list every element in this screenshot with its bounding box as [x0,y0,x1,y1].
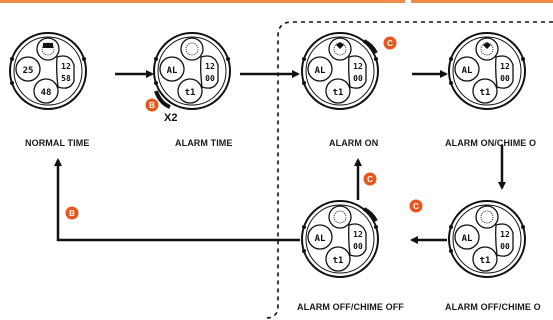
svg-text:12: 12 [205,62,215,71]
svg-text:AL: AL [462,234,473,244]
label-alarm-on-chime: ALARM ON/CHIME O [445,138,537,148]
svg-text:00: 00 [205,74,215,83]
svg-text:t1: t1 [480,256,491,266]
button-c-badge-2: C [363,172,377,186]
watch-alarm-on-chime: AL 12 00 t1 [448,32,526,110]
svg-text:12: 12 [353,62,363,71]
watch-alarm-off-chime: AL 12 00 t1 [448,200,526,278]
svg-text:t1: t1 [333,88,344,98]
svg-text:00: 00 [500,74,510,83]
signal-icon [43,43,53,48]
top-accent-bar-right [411,0,553,3]
button-c-pusher [363,39,378,54]
svg-text:12: 12 [500,230,510,239]
label-alarm-off-chime-off: ALARM OFF/CHIME OFF [297,302,404,312]
button-c-badge-3: C [409,199,423,213]
alarm-settings-boundary [265,21,553,319]
svg-text:12: 12 [353,230,363,239]
svg-text:C: C [387,39,393,48]
watch-alarm-on: AL 12 00 t1 [301,32,379,110]
label-alarm-off-chime: ALARM OFF/CHIME O [445,302,541,312]
svg-text:AL: AL [315,66,326,76]
label-normal-time: NORMAL TIME [25,138,90,148]
svg-text:12: 12 [500,62,510,71]
display-left: 25 [23,66,34,76]
svg-text:B: B [69,209,75,218]
watch-alarm-off-chime-off: AL 12 00 t1 [301,200,379,278]
svg-text:00: 00 [353,74,363,83]
svg-text:t1: t1 [480,88,491,98]
press-multiplier: X2 [164,112,177,124]
svg-text:t1: t1 [333,256,344,266]
arrow-return-to-normal [54,158,300,242]
svg-text:C: C [367,175,373,184]
svg-text:C: C [413,202,419,211]
svg-text:00: 00 [500,242,510,251]
bell-icon [336,42,344,49]
svg-text:t1: t1 [185,88,196,98]
svg-text:00: 00 [353,242,363,251]
top-accent-bar [0,0,405,3]
watch-normal-time: 25 12 58 48 [9,32,87,110]
svg-text:AL: AL [167,66,178,76]
label-alarm-on: ALARM ON [329,138,379,148]
display-right-top: 12 [61,62,71,71]
button-b-badge-1: B [145,98,159,112]
svg-text:B: B [149,101,155,110]
svg-text:AL: AL [462,66,473,76]
svg-text:AL: AL [315,234,326,244]
button-b-pusher [154,90,171,109]
display-right-bottom: 58 [61,74,71,83]
watch-alarm-time: AL 12 00 t1 [153,32,231,110]
button-b-badge-2: B [65,206,79,220]
label-alarm-time: ALARM TIME [175,138,233,148]
button-c-badge-1: C [383,36,397,50]
display-bottom: 48 [41,88,52,98]
